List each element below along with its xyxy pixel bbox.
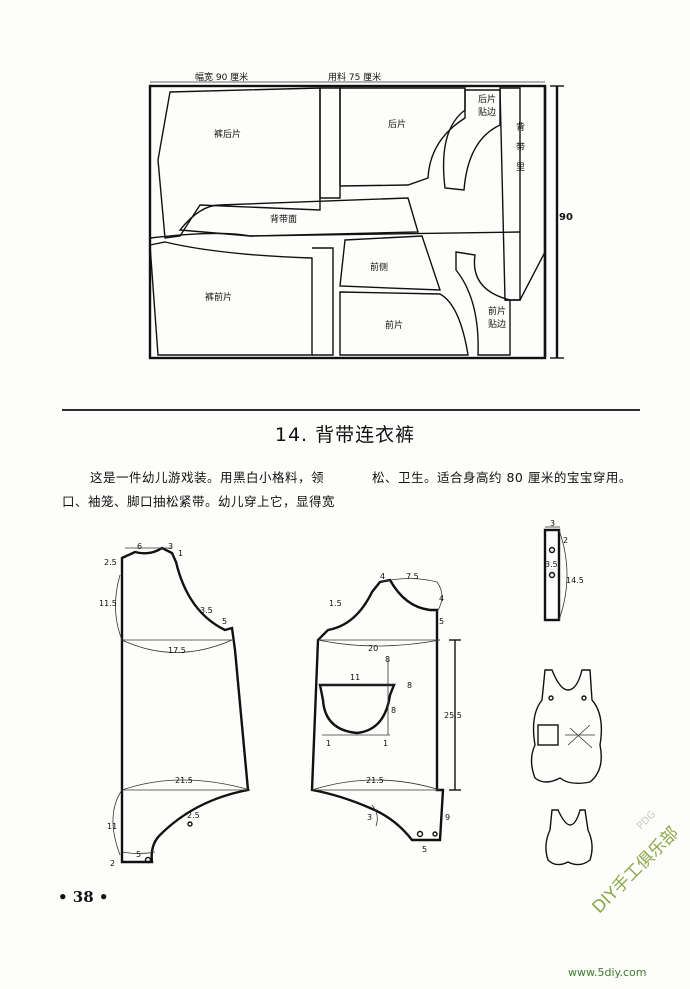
- front-facing: [455, 251, 511, 356]
- front-dim-4-side: 4: [439, 594, 444, 603]
- back-piece: [339, 87, 466, 187]
- watermark-url: www.5diy.com: [568, 966, 647, 979]
- strap-face-label: 背带面: [270, 213, 297, 225]
- back-dim-5-bottom: 5: [136, 850, 141, 859]
- front-dim-8-pocket: 8: [391, 706, 396, 715]
- description-right-line-1: 松、卫生。适合身高约 80 厘米的宝宝穿用。: [372, 470, 632, 485]
- back-dim-6: 6: [137, 542, 142, 551]
- front-pattern-piece: [310, 578, 461, 842]
- front-dim-11: 11: [350, 673, 360, 682]
- front-dim-5: 5: [439, 617, 444, 626]
- front-dim-20: 20: [368, 644, 378, 653]
- front-dim-9: 9: [445, 813, 450, 822]
- front-facing-label-1: 前片: [488, 305, 506, 317]
- front-side-label: 前侧: [370, 261, 388, 273]
- strap-lining-char-3: 里: [516, 162, 525, 173]
- back-dim-2: 2: [110, 859, 115, 868]
- front-dim-7-5: 7.5: [406, 572, 419, 581]
- strap-strip-top: [319, 87, 341, 199]
- back-facing-label-2: 贴边: [478, 106, 496, 118]
- front-dim-1a: 1: [326, 739, 331, 748]
- back-dim-3: 3: [168, 542, 173, 551]
- romper-illustration-large: [530, 669, 603, 785]
- strap-lining-char-2: 带: [516, 142, 525, 153]
- front-piece-label: 前片: [385, 319, 403, 331]
- front-dim-8-right: 8: [407, 681, 412, 690]
- back-piece-label: 后片: [388, 118, 406, 130]
- strap-lining: [499, 87, 521, 301]
- front-piece: [339, 291, 469, 356]
- front-dim-3: 3: [367, 813, 372, 822]
- romper-illustration-small: [545, 809, 593, 866]
- back-dim-11: 11: [107, 822, 117, 831]
- pants-back-label: 裤后片: [214, 128, 241, 140]
- back-dim-11-5: 11.5: [99, 599, 117, 608]
- strap-dim-3-5: 3.5: [545, 560, 558, 569]
- front-dim-1-5: 1.5: [329, 599, 342, 608]
- back-dim-21-5: 21.5: [175, 776, 193, 785]
- strap-strip-bottom: [312, 247, 334, 356]
- back-pattern-piece: [112, 546, 251, 864]
- back-dim-2-5-crotch: 2.5: [187, 811, 200, 820]
- back-dim-3-5: 3.5: [200, 606, 213, 615]
- front-dim-5-bottom: 5: [422, 845, 427, 854]
- pants-front-label: 裤前片: [205, 291, 232, 303]
- front-dim-8: 8: [385, 655, 390, 664]
- description-left-line-1: 这是一件幼儿游戏装。用黑白小格料，领: [90, 470, 325, 485]
- fabric-layout-diagram: [148, 81, 564, 360]
- strap-dim-2: 2: [563, 536, 568, 545]
- back-dim-5: 5: [222, 617, 227, 626]
- back-dim-1: 1: [178, 549, 183, 558]
- front-facing-label-2: 贴边: [488, 318, 506, 330]
- description-left-line-2: 口、袖笼、脚口抽松紧带。幼儿穿上它，显得宽: [62, 494, 336, 509]
- strap-face: [178, 197, 419, 237]
- strap-dim-3: 3: [550, 519, 555, 528]
- fabric-width-label: 幅宽 90 厘米: [195, 71, 248, 83]
- strap-lining-char-1: 背: [516, 121, 525, 133]
- pocket: [318, 683, 396, 735]
- fabric-usage-label: 用料 75 厘米: [328, 71, 381, 83]
- front-side-piece: [339, 235, 441, 291]
- page-number: • 38 •: [58, 888, 109, 906]
- strap-dim-14-5: 14.5: [566, 576, 584, 585]
- front-dim-21-5: 21.5: [366, 776, 384, 785]
- back-facing-label-1: 后片: [478, 93, 496, 105]
- fabric-outline: [148, 84, 547, 360]
- back-dim-2-5-top: 2.5: [104, 558, 117, 567]
- pants-front-piece: [149, 241, 313, 356]
- front-dim-25-5: 25.5: [444, 711, 462, 720]
- strap-pattern-piece: [543, 526, 568, 622]
- dimension-90-label: 90: [559, 212, 573, 223]
- front-dim-4: 4: [380, 572, 385, 581]
- back-facing: [442, 89, 501, 191]
- front-dim-1b: 1: [383, 739, 388, 748]
- back-dim-17-5: 17.5: [168, 646, 186, 655]
- section-title: 14. 背带连衣裤: [274, 424, 416, 446]
